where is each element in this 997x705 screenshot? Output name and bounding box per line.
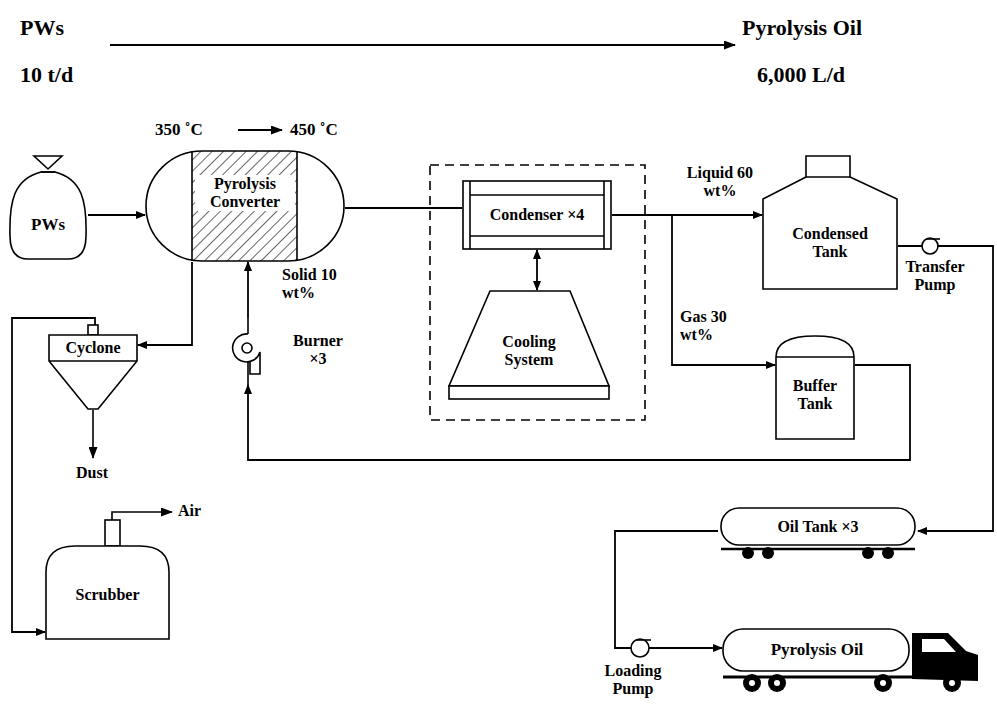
annotation-label: Solid 10 wt% (282, 266, 352, 303)
node-label: Oil Tank ×3 (777, 518, 858, 536)
node-label: Pyrolysis Oil (771, 640, 864, 660)
feed-bag-outline (8, 155, 88, 260)
tank-truck: Pyrolysis Oil (722, 625, 980, 695)
loading-pump-symbol (631, 639, 651, 657)
burner-symbol: Burner ×3 (228, 318, 368, 385)
node-label: Burner ×3 (283, 332, 353, 369)
cyclone-separator-outline (48, 325, 138, 410)
annotation-label: Pyrolysis Oil (742, 15, 862, 40)
annotation-label: Gas 30 wt% (680, 308, 750, 345)
flow-line (536, 250, 538, 290)
node-label: Scrubber (76, 586, 140, 604)
annotation-label: Air (178, 502, 201, 520)
reactor-vessel: Pyrolysis Converter (145, 150, 345, 262)
node-label: Condensed Tank (780, 225, 880, 262)
flow-line (138, 262, 192, 345)
cyclone-separator: Cyclone (48, 325, 138, 410)
storage-tank-outline (762, 155, 898, 290)
scrubber-vessel: Scrubber (45, 520, 170, 640)
flow-line (88, 214, 145, 216)
cooling-unit: Cooling System (448, 290, 610, 400)
flow-line (345, 207, 462, 209)
annotation-label: Loading Pump (595, 662, 671, 699)
storage-tank: Condensed Tank (762, 155, 898, 290)
annotation-label: 350 ˚C (155, 120, 203, 140)
annotation-label: Transfer Pump (895, 258, 975, 295)
annotation-label: Liquid 60 wt% (680, 164, 760, 201)
flow-line (615, 531, 722, 648)
overall-arrow (110, 44, 735, 46)
annotation-label: PWs (20, 15, 64, 40)
flow-line (612, 215, 775, 365)
annotation-label: 450 ˚C (290, 120, 338, 140)
process-box: Condenser ×4 (462, 180, 612, 250)
node-label: Cooling System (484, 333, 574, 370)
node-label: PWs (31, 215, 65, 235)
node-label: Buffer Tank (779, 377, 851, 414)
feed-bag: PWs (8, 155, 88, 260)
transfer-pump-symbol (922, 238, 940, 254)
node-label: Cyclone (65, 339, 120, 357)
air-arrow (112, 512, 172, 520)
annotation-label: 6,000 L/d (757, 62, 845, 87)
dust-arrow (92, 410, 94, 458)
annotation-label: 10 t/d (20, 62, 73, 87)
storage-tank: Buffer Tank (775, 335, 855, 440)
node-label: Pyrolysis Converter (195, 175, 295, 212)
temperature-arrow (238, 129, 282, 131)
condensing-unit-boundary (430, 165, 645, 420)
node-label: Condenser ×4 (490, 206, 585, 224)
burner-symbol-outline (228, 318, 368, 385)
rail-tank-car: Oil Tank ×3 (718, 505, 918, 560)
scrubber-vessel-outline (45, 520, 170, 640)
annotation-label: Dust (76, 464, 108, 482)
tank-truck-outline (722, 625, 980, 695)
flow-line (247, 262, 249, 318)
